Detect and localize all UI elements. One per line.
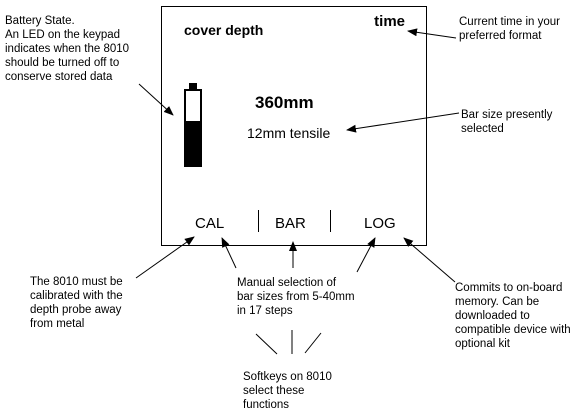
bar-arrow-right	[356, 237, 376, 273]
battery-level-fill	[186, 120, 200, 165]
softkeys-annotation: Softkeys on 8010 select these functions	[243, 371, 332, 411]
cal-softkey[interactable]: CAL	[195, 215, 225, 232]
bar-size-annotation: Bar size presently selected	[461, 109, 553, 135]
screen-title: cover depth	[184, 22, 264, 38]
bar-softkey[interactable]: BAR	[275, 215, 306, 232]
battery-arrow	[138, 83, 174, 116]
bar-size-arrow	[346, 112, 460, 133]
screen-time: time	[374, 13, 405, 30]
log-annotation: Commits to on-board memory. Can be downl…	[455, 282, 571, 350]
bar-annotation: Manual selection of bar sizes from 5-40m…	[237, 277, 355, 317]
cal-arrow	[135, 236, 195, 279]
cal-annotation: The 8010 must be calibrated with the dep…	[30, 276, 123, 330]
battery-annotation: Battery State. An LED on the keypad indi…	[5, 15, 130, 83]
log-softkey[interactable]: LOG	[364, 215, 396, 232]
battery-icon	[184, 83, 202, 167]
time-annotation: Current time in your preferred format	[459, 16, 560, 42]
depth-reading: 360mm	[255, 93, 314, 112]
device-screen: cover depth time 360mm 12mm tensile CAL …	[161, 6, 427, 246]
bar-arrow-left	[221, 237, 237, 269]
softkey-divider	[258, 210, 259, 232]
bar-size-reading: 12mm tensile	[247, 125, 331, 141]
log-arrow	[403, 237, 456, 283]
softkeys-line-right	[304, 332, 322, 354]
softkeys-line-left	[255, 333, 278, 355]
time-arrow	[407, 28, 457, 39]
softkey-divider	[330, 210, 331, 232]
